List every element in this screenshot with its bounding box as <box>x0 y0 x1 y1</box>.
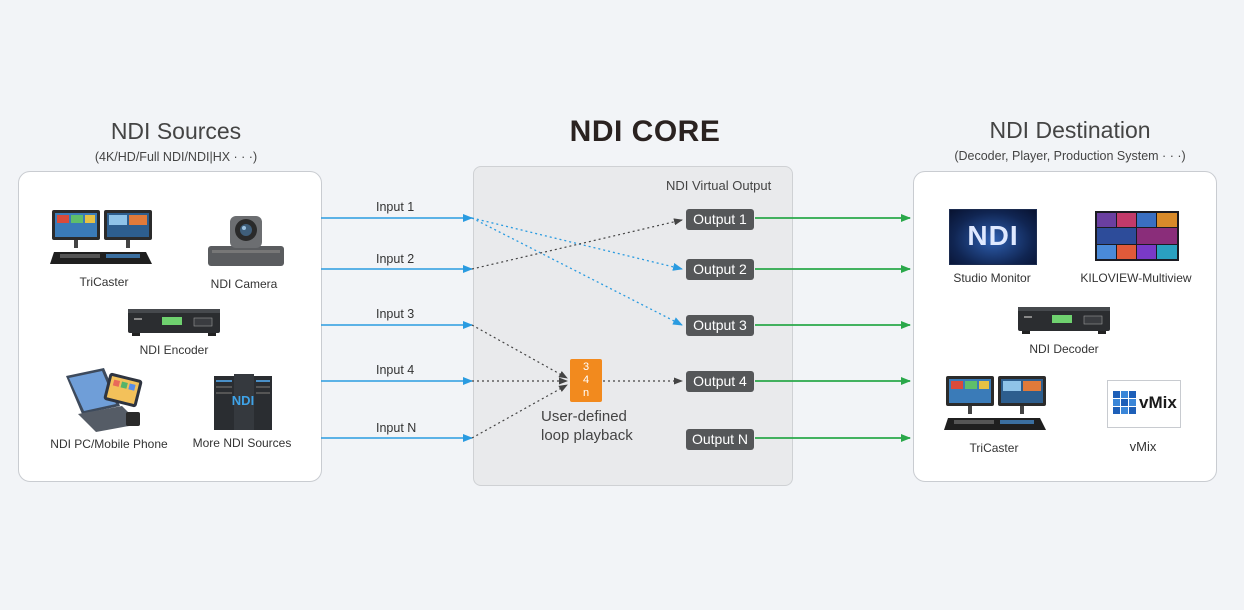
ndi-decoder-icon <box>1018 307 1110 334</box>
input-4-label: Input 4 <box>376 363 415 377</box>
ndi-encoder-icon <box>128 309 220 336</box>
input-2-label: Input 2 <box>376 252 415 266</box>
ndi-camera-icon <box>208 216 284 266</box>
loop-caption-line-1: User-defined <box>541 408 627 425</box>
source-device-label-tricaster: TriCaster <box>79 275 129 289</box>
sources-title: NDI Sources <box>110 118 242 144</box>
output-1-button: Output 1 <box>686 209 754 230</box>
server-rack-icon: NDI <box>214 374 272 430</box>
route-in3-loop <box>471 324 568 379</box>
destination-device-label-studio-monitor: Studio Monitor <box>953 271 1031 285</box>
output-3-button: Output 3 <box>686 315 754 336</box>
multiview-icon <box>1095 211 1179 261</box>
loop-line-3: n <box>582 387 590 399</box>
vmix-logo-icon: vMix <box>1107 380 1181 428</box>
output-4-button: Output 4 <box>686 371 754 392</box>
output-2-button: Output 2 <box>686 259 754 280</box>
studio-monitor-logo: NDI <box>967 220 1019 251</box>
destination-subtitle: (Decoder, Player, Production System · · … <box>954 149 1186 163</box>
vmix-grid-icon <box>1113 391 1136 414</box>
route-in2-out1 <box>471 218 683 270</box>
destination-title: NDI Destination <box>989 117 1151 143</box>
input-1-label: Input 1 <box>376 200 415 214</box>
loop-line-2: 4 <box>582 374 590 386</box>
source-device-label-ndi-encoder: NDI Encoder <box>139 343 209 357</box>
destination-device-label-tricaster: TriCaster <box>969 441 1019 455</box>
input-3-label: Input 3 <box>376 307 415 321</box>
loop-playback-icon: 3 4 n <box>570 359 602 402</box>
loop-line-1: 3 <box>582 361 590 373</box>
route-inn-loop <box>471 384 568 439</box>
source-device-label-ndi-camera: NDI Camera <box>210 277 278 291</box>
output-n-button: Output N <box>686 429 754 450</box>
source-device-label-more-sources: More NDI Sources <box>192 436 292 450</box>
tricaster-destination-icon <box>944 376 1046 430</box>
destination-device-label-multiview: KILOVIEW-Multiview <box>1080 271 1192 285</box>
route-in1-out2 <box>471 217 683 271</box>
vmix-logo-text: vMix <box>1139 393 1177 412</box>
pc-phone-icon <box>66 368 143 432</box>
route-in1-out3 <box>471 217 683 326</box>
sources-subtitle: (4K/HD/Full NDI/NDI|HX · · ·) <box>94 150 258 164</box>
virtual-output-label: NDI Virtual Output <box>666 178 772 193</box>
input-n-label: Input N <box>376 421 417 435</box>
destination-device-label-ndi-decoder: NDI Decoder <box>1029 342 1099 356</box>
studio-monitor-icon: NDI <box>949 209 1037 265</box>
more-sources-logo: NDI <box>232 393 254 408</box>
loop-caption-line-2: loop playback <box>541 427 633 444</box>
core-title: NDI CORE <box>569 115 721 148</box>
loop-caption: User-defined loop playback <box>541 407 633 445</box>
source-device-label-pc-phone: NDI PC/Mobile Phone <box>50 437 168 451</box>
tricaster-source-icon <box>50 210 152 264</box>
destination-device-label-vmix: vMix <box>1129 439 1157 454</box>
